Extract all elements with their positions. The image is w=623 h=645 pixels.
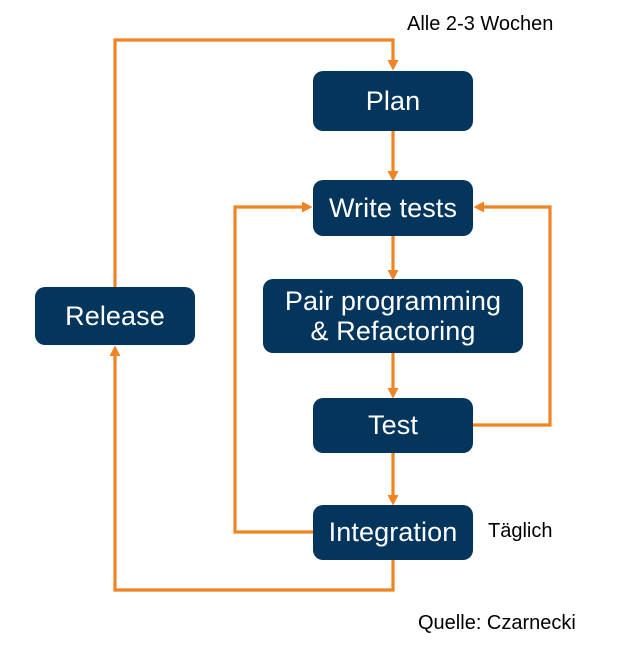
node-test-label: Test [368,410,418,441]
node-integration-label: Integration [328,517,458,548]
node-integration[interactable]: Integration [313,505,473,560]
edge-test-to-integration [387,453,399,506]
annotation-integration-frequency: Täglich [488,520,553,542]
node-write-tests[interactable]: Write tests [313,180,473,236]
edge-release-to-plan [113,38,399,287]
edge-integration-to-write-tests [233,201,313,534]
node-release-label: Release [65,300,165,331]
edge-integration-to-release [109,345,395,592]
annotation-release-cadence: Alle 2-3 Wochen [407,13,554,35]
edge-write-tests-to-pair [387,236,399,281]
node-plan-label: Plan [365,85,421,116]
node-test[interactable]: Test [313,398,473,453]
node-pair-programming-refactoring-label: Pair programming & Refactoring [284,285,502,346]
node-release[interactable]: Release [35,287,195,345]
edge-pair-to-test [387,353,399,399]
node-pair-programming-refactoring[interactable]: Pair programming & Refactoring [263,279,523,353]
annotation-source-credit: Quelle: Czarnecki [418,612,576,634]
node-plan[interactable]: Plan [313,71,473,131]
node-write-tests-label: Write tests [328,192,458,223]
edge-plan-to-write-tests [387,131,399,182]
edge-test-back-to-write-tests [473,201,552,427]
